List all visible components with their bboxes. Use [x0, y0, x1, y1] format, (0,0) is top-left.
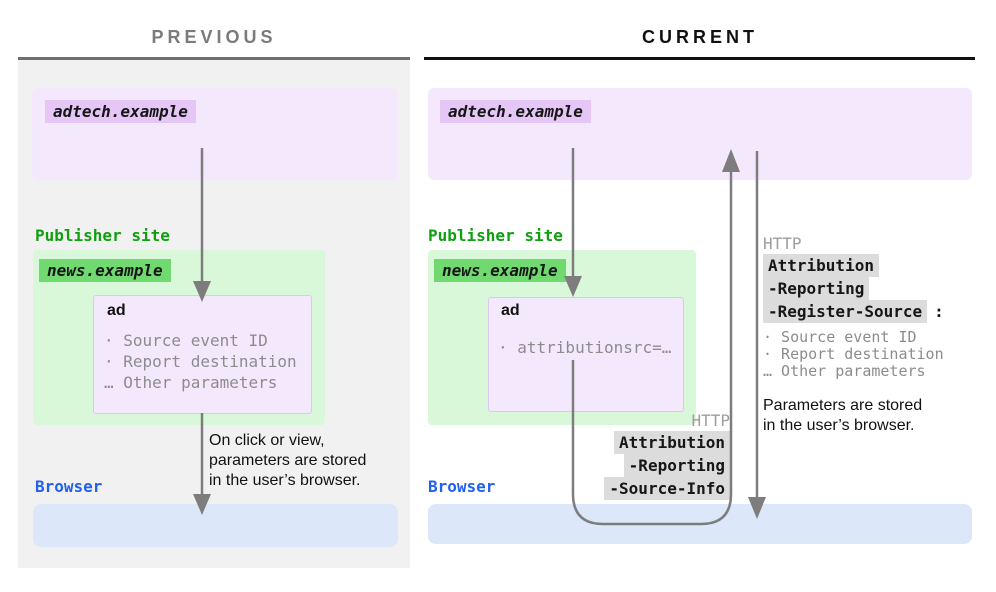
- http-header-line: -Reporting: [604, 454, 730, 477]
- http-header-line: -Source-Info: [604, 477, 730, 500]
- previous-ad-item: · Report destination: [104, 352, 297, 371]
- current-news-chip-wrap: news.example: [434, 259, 566, 282]
- previous-adtech-chip-wrap: adtech.example: [45, 100, 196, 123]
- previous-ad-title: ad: [107, 302, 126, 319]
- http-header-line: Attribution: [604, 431, 730, 454]
- http-header-chip: Attribution: [614, 431, 730, 454]
- http-header-chip: Attribution: [763, 254, 879, 277]
- http-header-chip: -Source-Info: [604, 477, 730, 500]
- http-header-line: -Register-Source:: [763, 300, 944, 323]
- current-title-divider: [424, 57, 975, 60]
- current-adtech-domain-chip: adtech.example: [440, 100, 591, 123]
- note-line: parameters are stored: [209, 452, 367, 469]
- current-ad-parameter-list: · attributionsrc=…: [498, 337, 671, 358]
- previous-ad-item: … Other parameters: [104, 373, 278, 392]
- response-param: … Other parameters: [763, 362, 926, 380]
- note-line: Parameters are stored: [763, 397, 923, 414]
- current-news-domain-chip: news.example: [434, 259, 566, 282]
- previous-column-title: PREVIOUS: [151, 27, 277, 47]
- note-line: in the user’s browser.: [209, 472, 361, 489]
- current-ad-item: · attributionsrc=…: [498, 338, 672, 357]
- http-header-chip: -Reporting: [623, 454, 730, 477]
- previous-browser-label: Browser: [35, 477, 103, 496]
- note-line: in the user’s browser.: [763, 417, 915, 434]
- http-header-chip: -Reporting: [763, 277, 870, 300]
- current-ad-title: ad: [501, 302, 520, 319]
- current-publisher-site-label: Publisher site: [428, 226, 563, 245]
- current-storage-note: Parameters are stored in the user’s brow…: [763, 396, 944, 436]
- previous-browser-box: [33, 504, 398, 547]
- previous-publisher-site-label: Publisher site: [35, 226, 170, 245]
- http-protocol-label: HTTP: [691, 411, 730, 430]
- previous-storage-note: On click or view, parameters are stored …: [209, 431, 366, 491]
- previous-news-domain-chip: news.example: [39, 259, 171, 282]
- http-header-colon: :: [934, 302, 944, 321]
- previous-ad-parameter-list: · Source event ID · Report destination ……: [104, 330, 297, 393]
- previous-news-chip-wrap: news.example: [39, 259, 171, 282]
- response-param: · Source event ID: [763, 328, 917, 346]
- response-param: · Report destination: [763, 345, 944, 363]
- current-browser-label: Browser: [428, 477, 496, 496]
- previous-title-divider: [18, 57, 410, 60]
- http-response-block: HTTP Attribution -Reporting -Register-So…: [763, 233, 944, 436]
- http-header-chip: -Register-Source: [763, 300, 928, 323]
- http-protocol-label: HTTP: [763, 234, 802, 253]
- http-request-block: HTTP Attribution -Reporting -Source-Info: [604, 410, 730, 500]
- http-header-line: -Reporting: [763, 277, 944, 300]
- current-adtech-chip-wrap: adtech.example: [440, 100, 591, 123]
- current-browser-box: [428, 504, 972, 544]
- response-parameter-list: · Source event ID · Report destination ……: [763, 329, 944, 380]
- current-column-title: CURRENT: [642, 27, 758, 47]
- previous-adtech-domain-chip: adtech.example: [45, 100, 196, 123]
- http-header-line: Attribution: [763, 254, 944, 277]
- note-line: On click or view,: [209, 432, 325, 449]
- previous-ad-item: · Source event ID: [104, 331, 268, 350]
